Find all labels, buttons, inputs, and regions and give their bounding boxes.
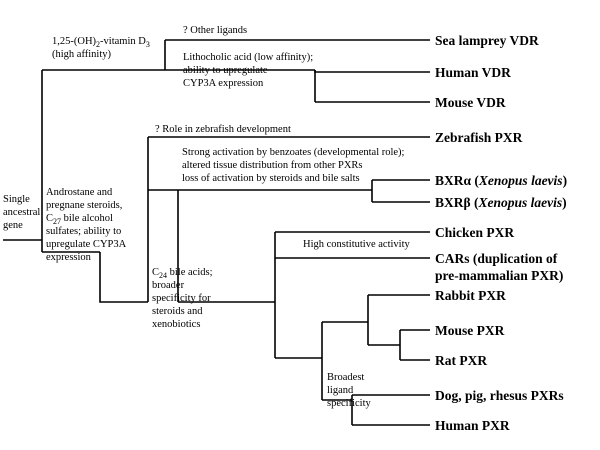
note-broadest-specificity: Broadest ligand specificity	[327, 372, 371, 409]
leaf-sea-lamprey-vdr: Sea lamprey VDR	[435, 33, 539, 48]
note-c24-bile-acids: C24 bile acids; broader specificity for …	[152, 267, 215, 330]
leaf-dog-pig-rhesus-pxrs: Dog, pig, rhesus PXRs	[435, 388, 564, 403]
note-androstane: Androstane and pregnane steroids, C27 bi…	[46, 187, 128, 263]
leaf-rabbit-pxr: Rabbit PXR	[435, 288, 506, 303]
note-benzoates: Strong activation by benzoates (developm…	[182, 147, 407, 184]
leaf-mouse-pxr: Mouse PXR	[435, 323, 505, 338]
leaf-bxr-beta: BXRβ (Xenopus laevis)	[435, 195, 567, 210]
leaf-mouse-vdr: Mouse VDR	[435, 95, 506, 110]
leaf-chicken-pxr: Chicken PXR	[435, 225, 514, 240]
note-zebrafish-role: ? Role in zebrafish development	[155, 124, 291, 135]
note-constitutive: High constitutive activity	[303, 239, 410, 250]
note-vitamin-d: 1,25-(OH)2-vitamin D3 (high affinity)	[52, 36, 152, 60]
leaf-human-pxr: Human PXR	[435, 418, 510, 433]
leaf-bxr-alpha: BXRα (Xenopus laevis)	[435, 173, 567, 188]
branch-human-vdr	[314, 70, 430, 73]
note-lithocholic: Lithocholic acid (low affinity); ability…	[183, 52, 316, 89]
note-other-ligands: ? Other ligands	[183, 25, 247, 36]
leaf-human-vdr: Human VDR	[435, 65, 511, 80]
leaf-cars: CARs (duplication of pre-mammalian PXR)	[435, 251, 563, 283]
root-label: Single ancestral gene	[3, 194, 43, 231]
leaf-rat-pxr: Rat PXR	[435, 353, 487, 368]
tree-branches	[3, 39, 430, 426]
branch-mammal-vdr-split	[165, 69, 316, 102]
leaf-zebrafish-pxr: Zebrafish PXR	[435, 130, 523, 145]
branch-pxr-connector	[99, 252, 148, 303]
